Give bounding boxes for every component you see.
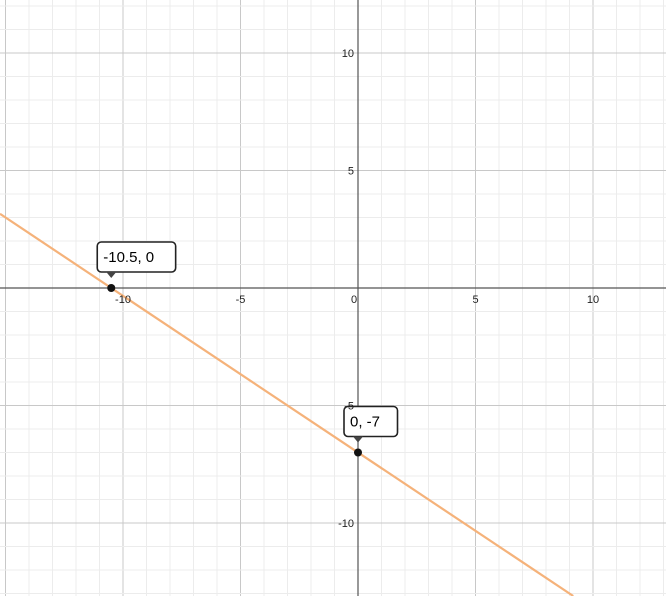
- point-label: -10.5, 0: [103, 249, 154, 266]
- points[interactable]: -10.5, 0 0, -7: [96, 241, 399, 457]
- point-label: 0, -7: [350, 414, 380, 431]
- x-tick-label: 10: [587, 294, 599, 306]
- series-line: [0, 212, 574, 596]
- x-tick-label: -10: [115, 294, 131, 306]
- point-marker[interactable]: [107, 284, 116, 292]
- x-tick-label: 0: [351, 294, 357, 306]
- series-lines: [0, 212, 574, 596]
- label-pointer-icon: [353, 436, 363, 443]
- y-tick-label: 10: [342, 48, 354, 60]
- tick-labels: -10 -5 0 5 10 10 5 -5 -10: [115, 48, 599, 530]
- point-label-box: [343, 405, 399, 438]
- point-label-group[interactable]: -10.5, 0: [96, 241, 177, 292]
- y-tick-label: -10: [338, 518, 354, 530]
- x-tick-label: 5: [472, 294, 478, 306]
- label-pointer-icon: [106, 272, 117, 278]
- x-tick-label: -5: [236, 294, 246, 306]
- point-label-box: [96, 241, 177, 273]
- y-tick-label: 5: [348, 166, 354, 178]
- point-marker[interactable]: [354, 448, 362, 457]
- point-label-group[interactable]: 0, -7: [343, 405, 399, 457]
- y-tick-label: -5: [344, 401, 354, 413]
